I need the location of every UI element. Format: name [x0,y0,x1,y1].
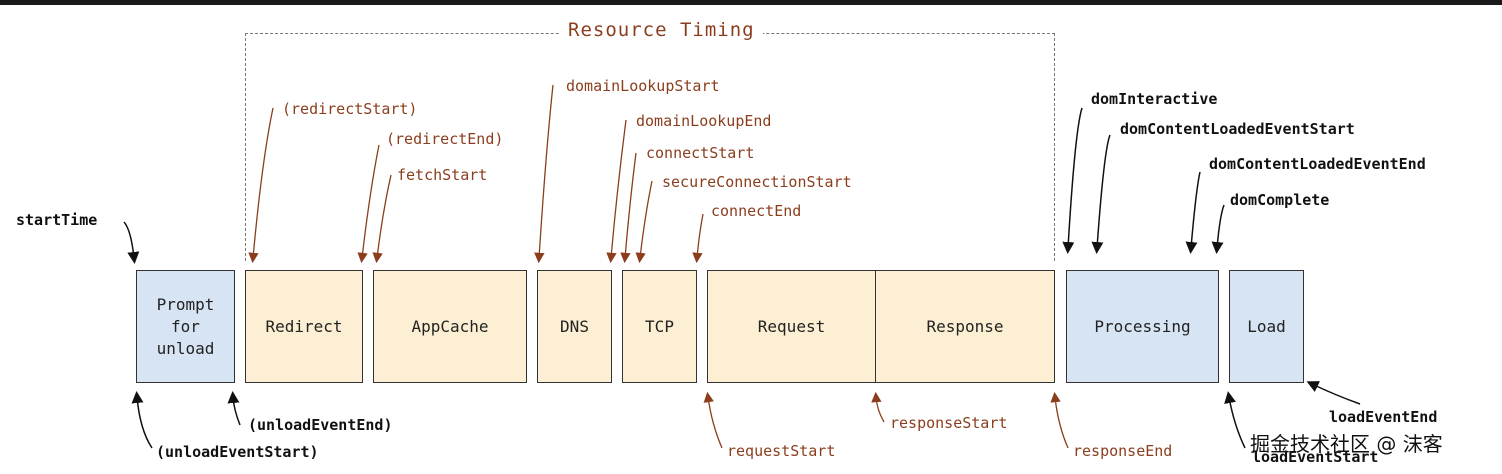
redirectend-label: (redirectEnd) [386,130,504,148]
unloadeventend-label: (unloadEventEnd) [248,416,393,434]
redirectstart-arrow [248,107,274,264]
unloadeventstart-label: (unloadEventStart) [156,443,319,461]
secureconnectionstart-label: secureConnectionStart [662,173,852,191]
load-box: Load [1229,270,1304,383]
appcache-label: AppCache [411,316,489,336]
redirectstart-label: (redirectStart) [282,100,418,118]
resource-timing-title: Resource Timing [560,19,763,41]
processing-box: Processing [1066,270,1219,383]
connectend-arrow [692,213,704,264]
domcontentloadedeventend-arrow [1185,171,1201,254]
domcontentloadedeventstart-arrow [1091,134,1111,254]
load-label: Load [1247,316,1286,336]
unloadeventstart-arrow [131,391,153,449]
fetchstart-arrow [372,174,392,264]
redirectend-arrow [357,144,380,264]
responseend-label: responseEnd [1073,442,1173,460]
requeststart-label: requestStart [727,442,836,460]
responseend-arrow [1050,391,1069,449]
loadeventend-arrow [1306,381,1361,405]
tcp-label: TCP [645,316,674,336]
tcp-box: TCP [622,270,697,383]
requeststart-arrow [703,391,723,449]
request-box: Request [707,270,876,383]
top-bar [0,0,1502,5]
loadeventend-label: loadEventEnd [1329,408,1438,426]
fetchstart-label: fetchStart [397,166,488,184]
watermark: 掘金技术社区 @ 沫客 [1250,432,1443,456]
response-box: Response [875,270,1055,383]
appcache-box: AppCache [373,270,527,383]
responsestart-arrow [871,391,885,423]
connectstart-arrow [620,152,637,264]
secureconnectionstart-arrow [635,180,653,264]
starttime-arrow [123,221,140,264]
redirect-label: Redirect [265,316,343,336]
response-label: Response [926,316,1004,336]
connectend-label: connectEnd [711,202,802,220]
dominteractive-label: domInteractive [1091,90,1218,108]
dns-box: DNS [537,270,612,383]
loadeventstart-label: loadEventStart [1252,448,1379,466]
dns-label: DNS [560,316,589,336]
domcomplete-label: domComplete [1230,191,1330,209]
request-label: Request [757,316,826,336]
domainlookupend-label: domainLookupEnd [636,112,772,130]
processing-label: Processing [1094,316,1191,336]
domainlookupstart-arrow [534,84,554,264]
responsestart-label: responseStart [890,414,1008,432]
connectstart-label: connectStart [646,144,755,162]
domainlookupstart-label: domainLookupStart [566,77,720,95]
domainlookupend-arrow [606,119,627,264]
prompt-for-unload-label: Prompt for unload [156,294,215,358]
unloadeventend-arrow [227,391,241,426]
prompt-for-unload-box: Prompt for unload [136,270,235,383]
starttime-label: startTime [16,211,98,229]
dominteractive-arrow [1062,107,1083,254]
redirect-box: Redirect [245,270,363,383]
domcontentloadedeventstart-label: domContentLoadedEventStart [1120,120,1355,138]
domcomplete-arrow [1211,204,1225,254]
loadeventstart-arrow [1224,391,1246,449]
domcontentloadedeventend-label: domContentLoadedEventEnd [1209,155,1426,173]
